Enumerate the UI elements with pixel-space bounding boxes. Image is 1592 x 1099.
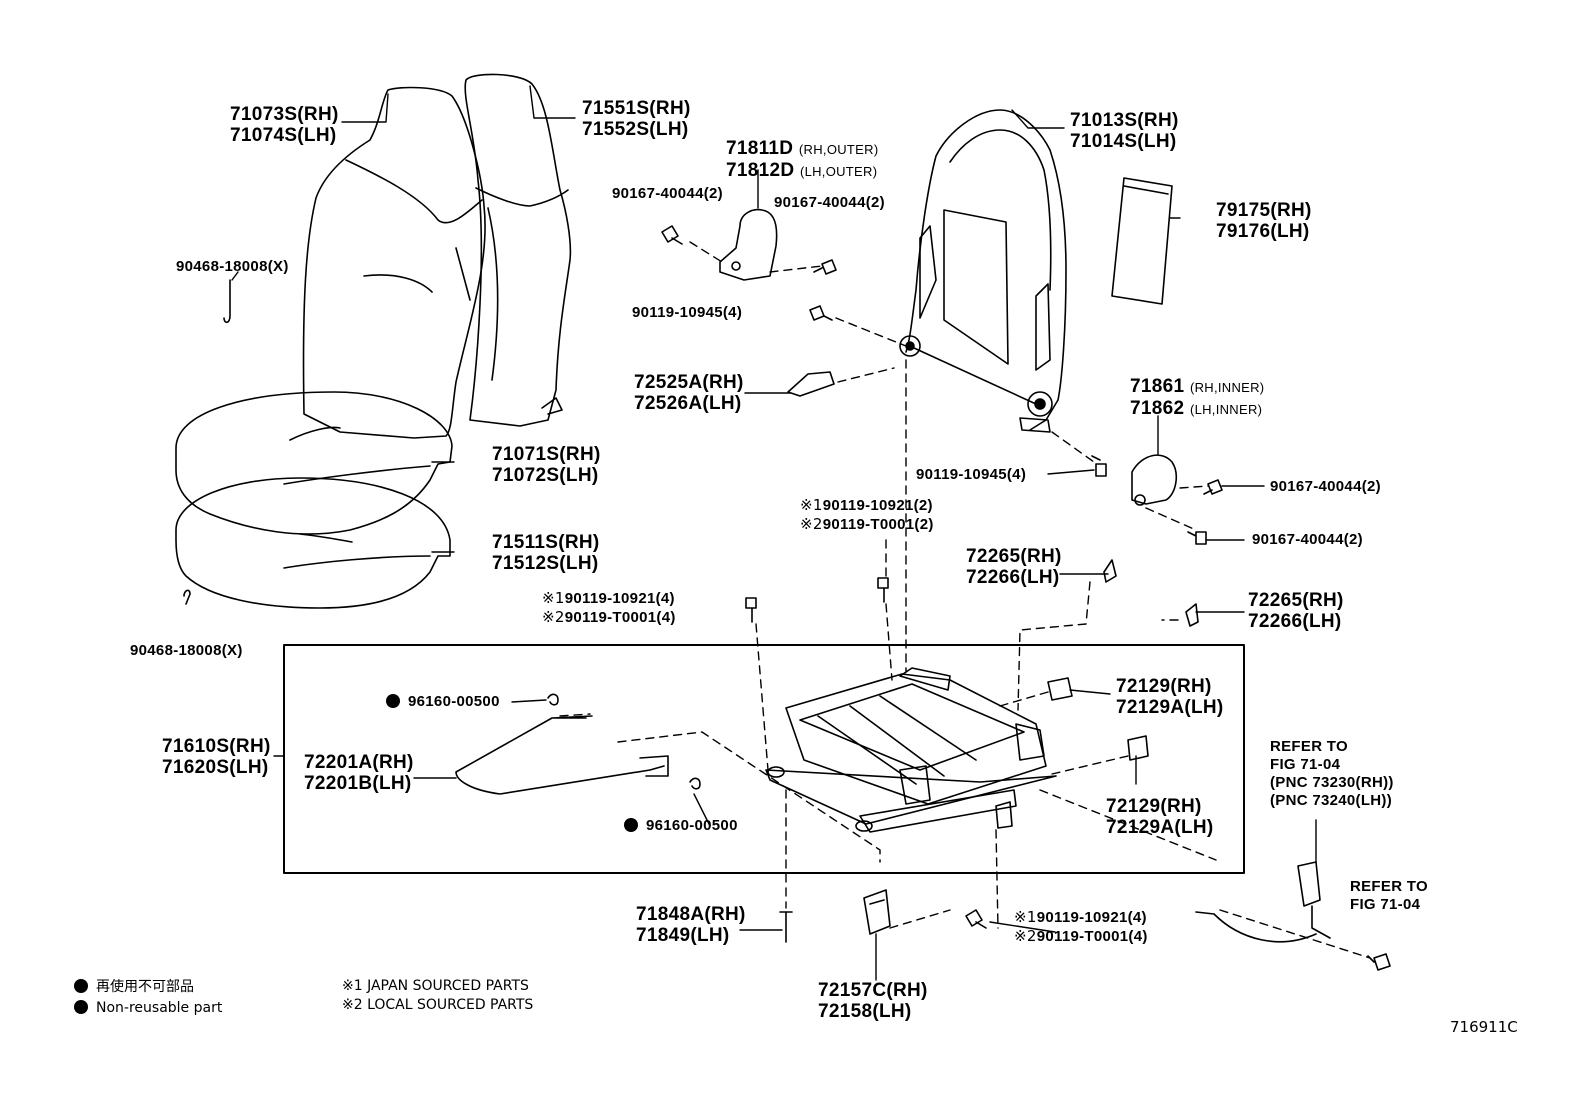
label-clip-right: 72265(RH)72266(LH)	[1248, 590, 1344, 632]
seatback-pad-seam	[475, 187, 569, 207]
non-reusable-dot-icon	[386, 694, 400, 708]
label-lever-cover: 72525A(RH)72526A(LH)	[634, 372, 744, 414]
label-inner-shield: 71861 (RH,INNER) 71862 (LH,INNER)	[1130, 376, 1265, 419]
label-bolt-bottom: ※190119-10921(4) ※290119-T0001(4)	[1014, 908, 1148, 945]
label-bolt-center: ※190119-10921(2) ※290119-T0001(2)	[800, 496, 934, 533]
lever-cover-drawing	[787, 371, 835, 397]
label-ring-upper: 96160-00500	[386, 693, 500, 711]
ring-upper-icon	[547, 693, 559, 706]
label-track-cover: 71848A(RH)71849(LH)	[636, 904, 746, 946]
cushion-pad-drawing	[175, 477, 451, 609]
seatback-cover-crease	[363, 274, 433, 293]
legend-en: Non-reusable part	[74, 1000, 222, 1016]
label-board: 79175(RH)79176(LH)	[1216, 200, 1312, 242]
label-headrest-cover: 71073S(RH)71074S(LH)	[230, 104, 339, 146]
cushion-cover-seam	[283, 426, 431, 485]
label-bolt-left: ※190119-10921(4) ※290119-T0001(4)	[542, 589, 676, 626]
inner-shield-drawing	[1131, 454, 1178, 505]
seatback-frame-drawing	[905, 109, 1067, 431]
hog-ring-bottom-icon	[183, 589, 191, 605]
non-reusable-dot-icon	[74, 979, 88, 993]
seatback-pad-tab	[541, 397, 563, 415]
label-ring-lower: 96160-00500	[624, 817, 738, 835]
label-bolt-frame-bottom: 90119-10945(4)	[916, 466, 1027, 483]
seatback-cover-seam	[345, 159, 483, 224]
seatback-frame-pipe	[913, 347, 1037, 405]
hog-ring-top-icon	[223, 279, 231, 324]
label-rail-cover: 72157C(RH)72158(LH)	[818, 980, 928, 1022]
assembly-dashed-lines	[559, 241, 1371, 959]
label-hog-ring-top: 90468-18008(X)	[176, 258, 289, 275]
label-cushion-pad: 71511S(RH)71512S(LH)	[492, 532, 600, 574]
non-reusable-dot-icon	[624, 818, 638, 832]
label-cover-lower: 72129(RH)72129A(LH)	[1106, 796, 1214, 838]
label-bolt-frame-top: 90119-10945(4)	[632, 304, 743, 321]
outer-shield-drawing	[719, 208, 778, 281]
label-cover-upper: 72129(RH)72129A(LH)	[1116, 676, 1224, 718]
rail-cover-drawing	[863, 889, 891, 935]
board-drawing	[1111, 177, 1173, 305]
handle-drawing	[455, 715, 665, 795]
figure-id: 716911C	[1450, 1018, 1518, 1036]
cover-upper-drawing	[1047, 677, 1073, 701]
legend-jp: 再使用不可部品	[74, 976, 194, 996]
non-reusable-dot-icon	[74, 1000, 88, 1014]
label-handle: 72201A(RH)72201B(LH)	[304, 752, 414, 794]
belt-buckle-drawing	[1195, 861, 1331, 943]
cushion-cover-drawing	[175, 391, 453, 535]
label-outer-shield: 71811D (RH,OUTER) 71812D (LH,OUTER)	[726, 138, 879, 181]
recliner-right-icon	[1027, 391, 1053, 417]
legend-note-1: ※1 JAPAN SOURCED PARTS	[342, 978, 529, 994]
label-cushion-cover: 71071S(RH)71072S(LH)	[492, 444, 601, 486]
label-screw-outer-right: 90167-40044(2)	[774, 194, 885, 211]
seatback-pad-drawing	[464, 73, 572, 427]
cushion-pad-seam	[283, 533, 431, 569]
label-clip-upper: 72265(RH)72266(LH)	[966, 546, 1062, 588]
clip-right-drawing	[1185, 603, 1199, 627]
leader-lines	[231, 85, 1317, 981]
label-back-pad: 71551S(RH)71552S(LH)	[582, 98, 691, 140]
seatback-side-bolster	[455, 207, 499, 381]
seatback-frame-inner	[943, 129, 1052, 365]
seatback-frame-side	[919, 225, 1051, 371]
adjuster-frame-drawing	[765, 667, 1057, 833]
cover-lower-drawing	[1127, 735, 1149, 761]
ring-lower-icon	[689, 777, 701, 790]
adjuster-group-box	[283, 644, 1245, 874]
label-screw-inner-2: 90167-40044(2)	[1252, 531, 1363, 548]
clip-upper-drawing	[1103, 559, 1117, 583]
track-cover-drawing	[779, 911, 793, 943]
legend-note-2: ※2 LOCAL SOURCED PARTS	[342, 997, 534, 1013]
label-screw-outer-left: 90167-40044(2)	[612, 185, 723, 202]
label-hog-ring-bottom: 90468-18008(X)	[130, 642, 243, 659]
label-back-frame: 71013S(RH)71014S(LH)	[1070, 110, 1179, 152]
label-screw-inner-1: 90167-40044(2)	[1270, 478, 1381, 495]
seatback-cover-drawing	[302, 86, 486, 439]
recliner-left-icon	[899, 335, 921, 357]
label-adjuster-assy: 71610S(RH)71620S(LH)	[162, 736, 271, 778]
